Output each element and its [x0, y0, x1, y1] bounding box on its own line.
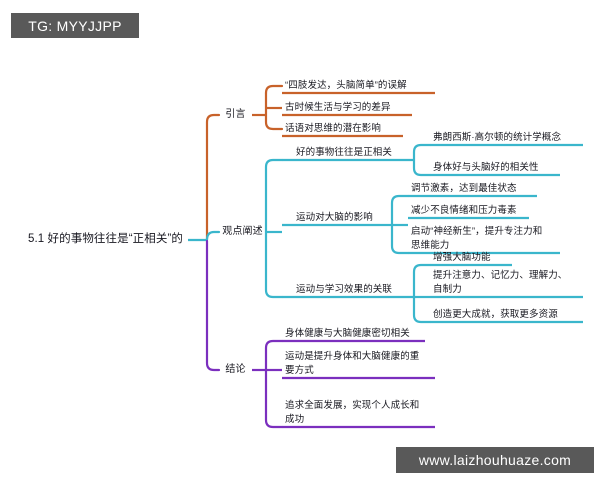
leaf-exercise-learning-2[interactable]: 提升注意力、记忆力、理解力、 自制力: [433, 270, 568, 295]
leaf-exercise-brain-1[interactable]: 调节激素，达到最佳状态: [411, 183, 517, 194]
connector-exercise-brain-fan-down: [390, 223, 410, 255]
connector-introduction-riser: [264, 91, 284, 131]
connector-conclusion-spine-up: [264, 339, 284, 372]
branch-label-introduction[interactable]: 引言: [225, 109, 246, 120]
connector-introduction-spine: [264, 84, 284, 95]
leaf-introduction-1[interactable]: “四肢发达，头脑简单”的误解: [285, 80, 407, 91]
connector-viewpoint-spine-up: [264, 158, 284, 234]
connector-positive-correlation-fan-up: [412, 143, 432, 162]
connector-root-to-viewpoint: [205, 230, 221, 242]
connector-root-to-introduction: [205, 113, 221, 241]
leaf-conclusion-2[interactable]: 运动是提升身体和大脑健康的重 要方式: [285, 351, 420, 376]
connector-exercise-learning-fan-down: [412, 295, 432, 324]
subtopic-exercise-learning[interactable]: 运动与学习效果的关联: [296, 284, 393, 295]
leaf-exercise-learning-3[interactable]: 创造更大成就，获取更多资源: [433, 309, 558, 320]
leaf-introduction-3[interactable]: 话语对思维的潜在影响: [285, 123, 382, 134]
leaf-positive-correlation-1[interactable]: 弗朗西斯·高尔顿的统计学概念: [433, 132, 562, 143]
connector-root-to-conclusion: [205, 239, 221, 372]
subtopic-positive-correlation[interactable]: 好的事物往往是正相关: [296, 147, 393, 158]
branch-label-conclusion[interactable]: 结论: [225, 364, 246, 375]
leaf-exercise-learning-1[interactable]: 增强大脑功能: [433, 252, 491, 263]
connector-viewpoint-spine-down: [264, 230, 284, 299]
branch-label-viewpoint[interactable]: 观点阐述: [222, 226, 263, 237]
leaf-conclusion-1[interactable]: 身体健康与大脑健康密切相关: [285, 328, 410, 339]
leaf-conclusion-3[interactable]: 追求全面发展，实现个人成长和 成功: [285, 400, 420, 425]
subtopic-exercise-brain[interactable]: 运动对大脑的影响: [296, 212, 373, 223]
leaf-exercise-brain-2[interactable]: 减少不良情绪和压力毒素: [411, 205, 517, 216]
telegram-handle-badge: TG: MYYJJPP: [11, 13, 139, 38]
site-watermark: www.laizhouhuaze.com: [396, 447, 594, 473]
leaf-introduction-2[interactable]: 古时候生活与学习的差异: [285, 102, 391, 113]
leaf-exercise-brain-3[interactable]: 启动“神经新生”，提升专注力和 思维能力: [411, 226, 543, 251]
connector-conclusion-spine-down: [264, 368, 284, 429]
root-node[interactable]: 5.1 好的事物往往是“正相关”的: [27, 233, 183, 245]
leaf-positive-correlation-2[interactable]: 身体好与头脑好的相关性: [433, 162, 539, 173]
connector-positive-correlation-fan-down: [412, 158, 432, 177]
